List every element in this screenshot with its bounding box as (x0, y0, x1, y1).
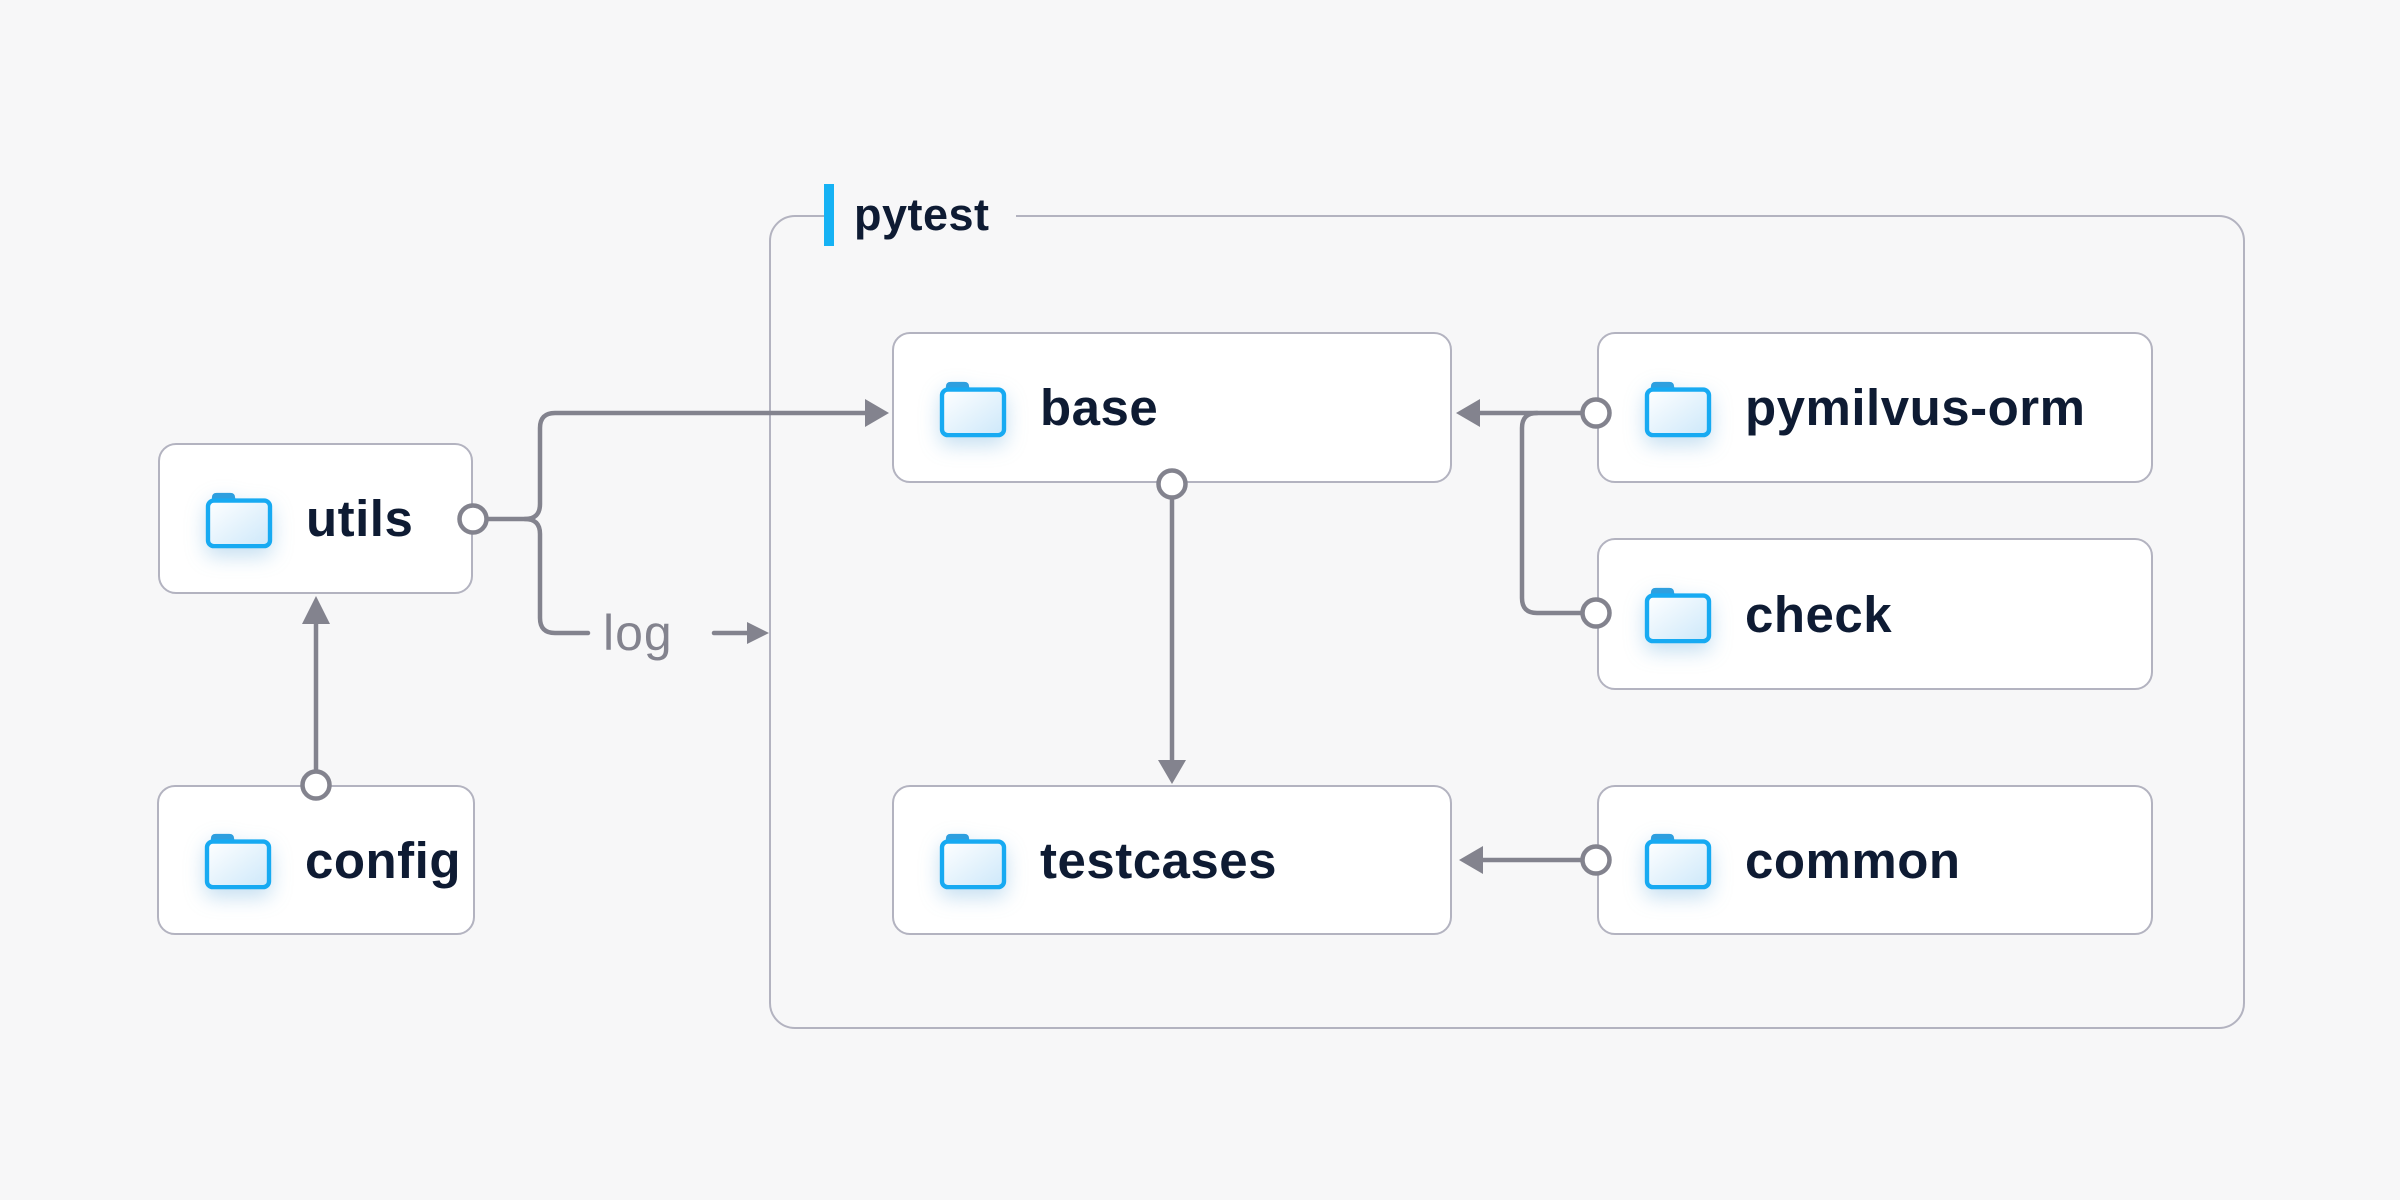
node-label: utils (306, 490, 414, 547)
node-check: check (1597, 538, 2153, 690)
folder-icon (1643, 377, 1713, 439)
arrowhead-into-utils (302, 596, 330, 624)
group-title: pytest (854, 189, 990, 240)
pytest-group-label: pytest (824, 183, 1016, 247)
folder-icon (1643, 829, 1713, 891)
node-label: testcases (1040, 831, 1278, 889)
folder-icon (938, 829, 1008, 891)
edge-utils-log (522, 516, 591, 636)
arrowhead-log (747, 622, 769, 644)
folder-icon (1643, 583, 1713, 645)
node-pymilvus-orm: pymilvus-orm (1597, 332, 2153, 483)
accent-bar (824, 184, 834, 246)
folder-icon (204, 488, 274, 550)
node-utils: utils (158, 443, 473, 594)
folder-icon (938, 377, 1008, 439)
node-label: check (1745, 585, 1893, 643)
pytest-group-box (769, 215, 2245, 1029)
node-common: common (1597, 785, 2153, 935)
edge-label-log: log (603, 605, 673, 661)
node-base: base (892, 332, 1452, 483)
node-label: base (1040, 379, 1159, 436)
node-label: config (305, 831, 461, 889)
node-label: pymilvus-orm (1745, 379, 2086, 436)
node-config: config (157, 785, 475, 935)
node-label: common (1745, 831, 1961, 889)
node-testcases: testcases (892, 785, 1452, 935)
folder-icon (203, 829, 273, 891)
